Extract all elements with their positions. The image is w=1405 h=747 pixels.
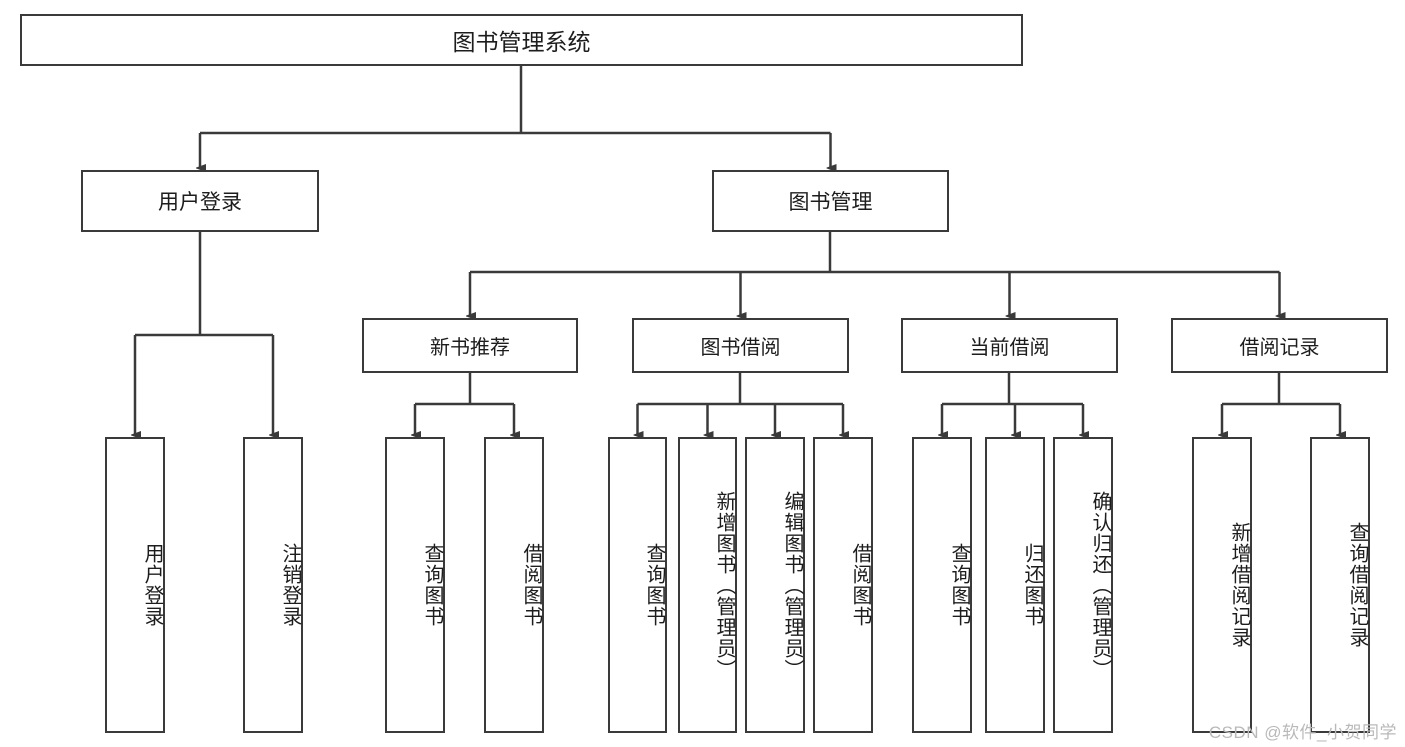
node-label: 注销登录 [279, 543, 301, 627]
node-l-userlogin[interactable]: 用户登录 [105, 437, 165, 733]
node-label: 查询图书 [643, 543, 665, 627]
node-label: 用户登录 [158, 191, 242, 214]
node-label: 新书推荐 [430, 337, 510, 359]
node-label: 借阅图书 [849, 543, 871, 627]
node-label: 查询图书 [948, 543, 970, 627]
node-label: 借阅图书 [520, 543, 542, 627]
node-l-addrec[interactable]: 新增借阅记录 [1192, 437, 1252, 733]
node-label: 当前借阅 [969, 337, 1050, 359]
node-label: 图书借阅 [700, 337, 781, 359]
node-l-logout[interactable]: 注销登录 [243, 437, 303, 733]
node-label: 归还图书 [1021, 543, 1043, 627]
node-bookmgmt[interactable]: 图书管理 [712, 170, 949, 232]
node-label: 确认归还（管理员） [1089, 490, 1111, 680]
node-label: 编辑图书（管理员） [781, 490, 803, 680]
node-l-return[interactable]: 归还图书 [985, 437, 1045, 733]
node-label: 用户登录 [141, 543, 163, 627]
node-borrow[interactable]: 图书借阅 [632, 318, 849, 373]
node-label: 新增借阅记录 [1228, 522, 1250, 648]
node-current[interactable]: 当前借阅 [901, 318, 1118, 373]
node-l-borrow1[interactable]: 借阅图书 [484, 437, 544, 733]
node-label: 借阅记录 [1239, 337, 1320, 359]
node-label: 查询借阅记录 [1346, 522, 1368, 648]
node-records[interactable]: 借阅记录 [1171, 318, 1388, 373]
watermark-label: CSDN @软件_小贺同学 [1208, 723, 1397, 742]
node-label: 图书管理 [788, 191, 873, 214]
node-root[interactable]: 图书管理系统 [20, 14, 1023, 66]
node-label: 新增图书（管理员） [713, 490, 735, 680]
node-l-borrow2[interactable]: 借阅图书 [813, 437, 873, 733]
node-l-query3[interactable]: 查询图书 [912, 437, 972, 733]
node-l-addbook[interactable]: 新增图书（管理员） [678, 437, 737, 733]
node-l-editbook[interactable]: 编辑图书（管理员） [745, 437, 805, 733]
node-label: 查询图书 [421, 543, 443, 627]
node-login[interactable]: 用户登录 [81, 170, 319, 232]
node-label: 图书管理系统 [452, 29, 591, 55]
node-l-query2[interactable]: 查询图书 [608, 437, 667, 733]
node-l-query1[interactable]: 查询图书 [385, 437, 445, 733]
node-l-confirm[interactable]: 确认归还（管理员） [1053, 437, 1113, 733]
node-newbook[interactable]: 新书推荐 [362, 318, 578, 373]
node-l-queryrec[interactable]: 查询借阅记录 [1310, 437, 1370, 733]
